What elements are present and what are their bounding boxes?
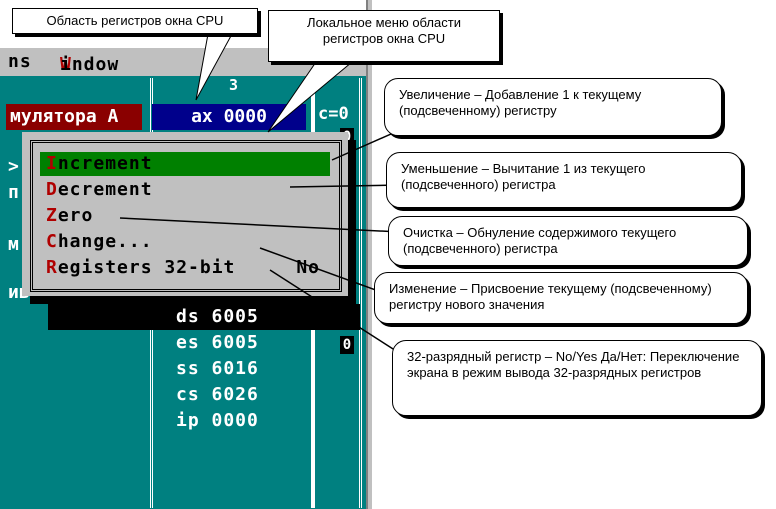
menu-hotkey: R xyxy=(46,257,58,278)
callout-text: 32-разрядный регистр – No/Yes Да/Нет: Пе… xyxy=(407,349,740,380)
menu-hotkey: Z xyxy=(46,205,58,226)
menu-item-window-hotkey: W xyxy=(60,54,72,75)
callout-text: Область регистров окна CPU xyxy=(46,13,224,28)
callout-text: Увеличение – Добавление 1 к текущему (по… xyxy=(399,87,642,118)
callout-tail-local-menu xyxy=(267,61,354,133)
pane-number: 3 xyxy=(226,76,242,94)
screen-right-edge xyxy=(366,0,372,509)
menu-hotkey: I xyxy=(46,153,58,174)
callout-line-registers32 xyxy=(269,269,405,357)
menu-label: hange... xyxy=(57,231,153,252)
menu-item-window-label: indow xyxy=(60,54,120,75)
callout-line-increment xyxy=(331,129,401,161)
callout-text: Очистка – Обнуление содержимого текущего… xyxy=(403,225,677,256)
left-pane-char: п xyxy=(8,182,19,203)
register-es[interactable]: es 6005 xyxy=(176,332,259,353)
left-pane-char: м xyxy=(8,234,19,255)
local-menu-border xyxy=(30,140,342,292)
register-ax-highlighted[interactable]: ax 0000 xyxy=(152,104,306,130)
menu-hotkey: D xyxy=(46,179,58,200)
menu-item-change[interactable]: Change... xyxy=(46,230,328,254)
current-line-bar xyxy=(48,304,360,330)
menu-item-registers-32bit[interactable]: Registers 32-bit No xyxy=(46,256,328,280)
register-ss[interactable]: ss 6016 xyxy=(176,358,259,379)
callout-text: Уменьшение – Вычитание 1 из текущего (по… xyxy=(401,161,646,192)
callout-local-menu: Локальное меню области регистров окна CP… xyxy=(268,10,500,62)
menu-label: egisters 32-bit xyxy=(57,257,236,278)
registers-local-menu: Increment Decrement Zero Change... Regis… xyxy=(22,132,348,296)
callout-registers-32bit: 32-разрядный регистр – No/Yes Да/Нет: Пе… xyxy=(392,340,762,416)
registers-32bit-value: No xyxy=(296,257,320,278)
callout-line-change xyxy=(259,247,385,294)
register-cs[interactable]: cs 6026 xyxy=(176,384,259,405)
menu-item-options-fragment[interactable]: ns xyxy=(8,51,32,72)
callout-text: Локальное меню области регистров окна CP… xyxy=(307,15,461,46)
menu-item-increment[interactable]: Increment xyxy=(40,152,330,176)
menu-label: ecrement xyxy=(57,179,153,200)
flag-carry[interactable]: c=0 xyxy=(318,104,349,124)
callout-zero: Очистка – Обнуление содержимого текущего… xyxy=(388,216,748,266)
callout-increment: Увеличение – Добавление 1 к текущему (по… xyxy=(384,78,722,136)
left-pane-char: > xyxy=(8,156,19,177)
menu-label: ero xyxy=(57,205,94,226)
register-ds[interactable]: ds 6005 xyxy=(176,306,259,327)
register-ip[interactable]: ip 0000 xyxy=(176,410,259,431)
left-pane-title: мулятора А xyxy=(6,104,142,130)
callout-cpu-registers-area: Область регистров окна CPU xyxy=(12,8,258,34)
callout-tail-registers-area xyxy=(195,33,233,101)
menu-hotkey: C xyxy=(46,231,58,252)
callout-decrement: Уменьшение – Вычитание 1 из текущего (по… xyxy=(386,152,742,208)
menu-label: ncrement xyxy=(57,153,153,174)
flag-value-cell[interactable]: 0 xyxy=(340,336,354,354)
menu-item-zero[interactable]: Zero xyxy=(46,204,328,228)
callout-line-zero xyxy=(119,217,401,233)
callout-line-decrement xyxy=(289,184,401,188)
callout-change: Изменение – Присвоение текущему (подсвеч… xyxy=(374,272,748,324)
callout-text: Изменение – Присвоение текущему (подсвеч… xyxy=(389,281,712,312)
menu-item-decrement[interactable]: Decrement xyxy=(46,178,328,202)
